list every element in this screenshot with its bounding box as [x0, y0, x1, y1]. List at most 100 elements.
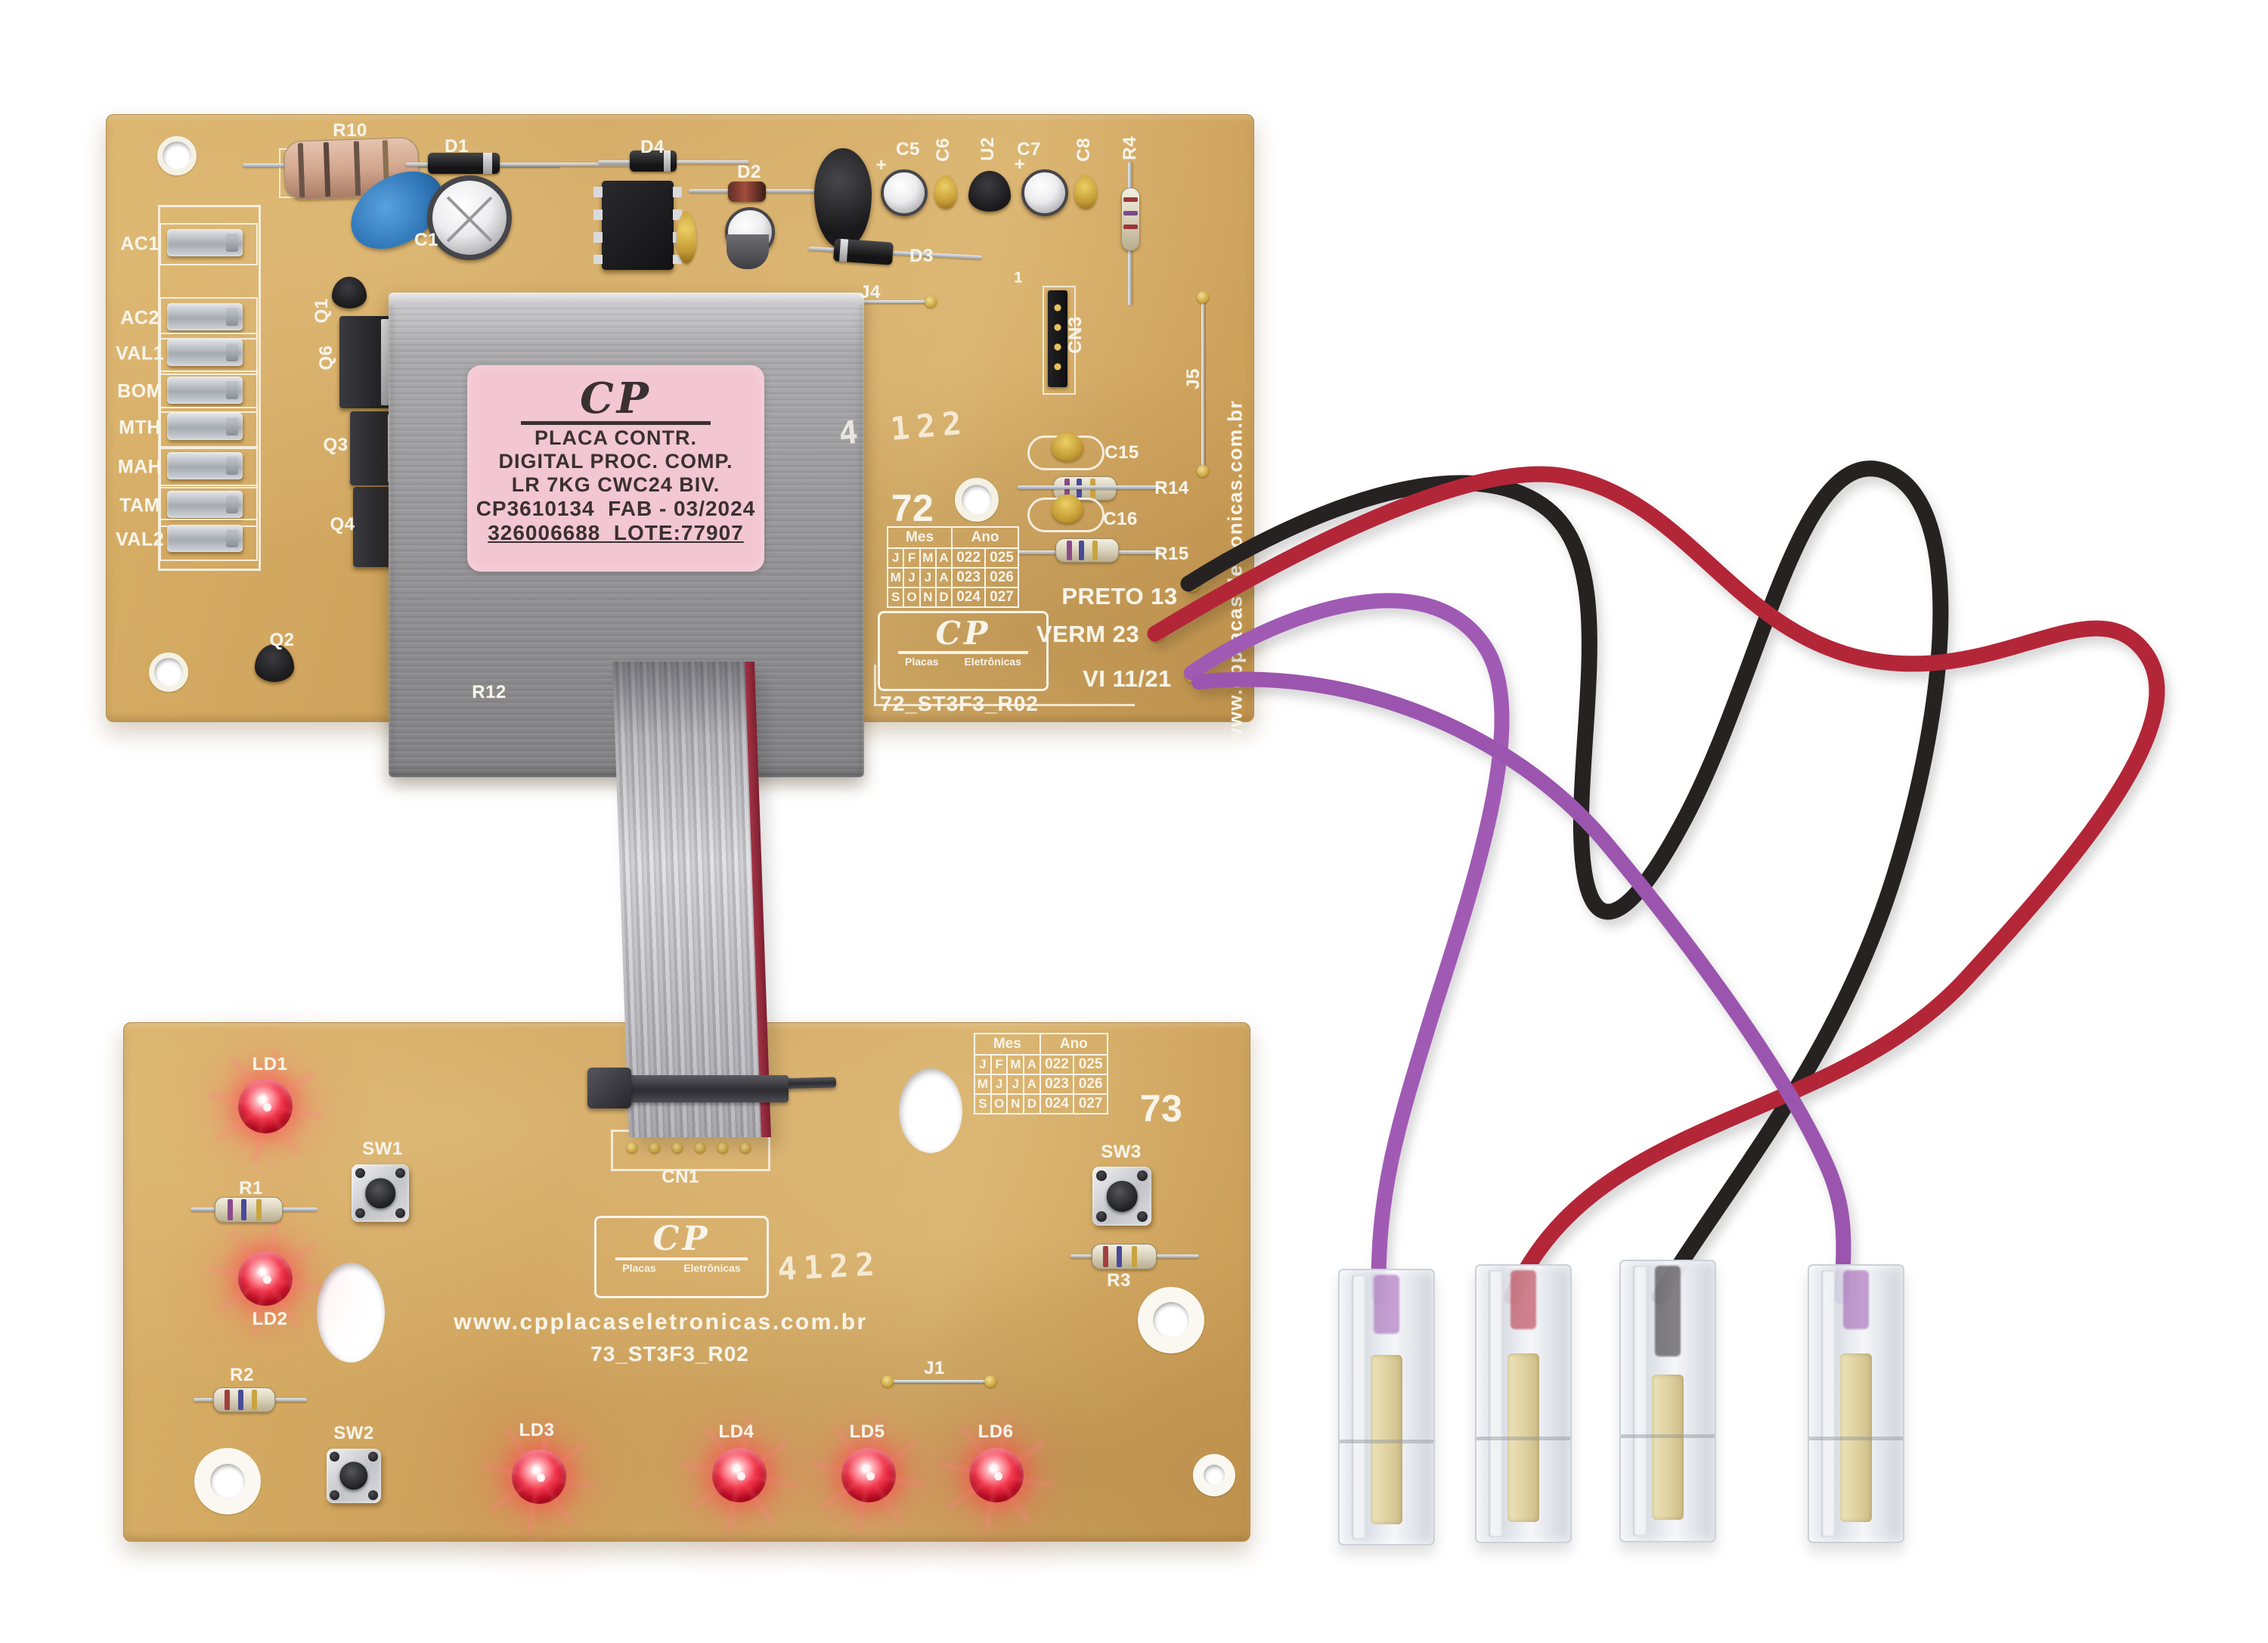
- faston-terminal[interactable]: [167, 452, 243, 479]
- faston-terminal[interactable]: [167, 339, 243, 366]
- mounting-hole: [157, 136, 197, 175]
- cp-logo-sub-right: Eletrônicas: [964, 656, 1021, 668]
- capacitor-c15: [1052, 432, 1083, 461]
- mounting-hole: [955, 478, 999, 522]
- cn1-pin: [672, 1142, 683, 1153]
- faston-terminal[interactable]: [167, 303, 243, 330]
- date-table-cell: 026: [1073, 1074, 1108, 1095]
- board-code-73: 73_ST3F3_R02: [590, 1342, 749, 1366]
- mounting-hole: [149, 653, 188, 692]
- faston-terminal[interactable]: [167, 413, 243, 440]
- terminal-label: TAM: [119, 494, 160, 516]
- board-code-72: 72_ST3F3_R02: [880, 692, 1039, 715]
- resistor-r3: [1092, 1244, 1157, 1269]
- date-table-cell: J: [903, 567, 921, 588]
- mounting-hole: [194, 1448, 261, 1514]
- terminal-label: VAL2: [115, 529, 165, 550]
- sticker-fab-date: FAB - 03/2024: [608, 497, 756, 520]
- board-number-72: 72: [891, 487, 934, 529]
- r14-lead: [1018, 485, 1161, 489]
- capacitor-c16: [1052, 494, 1083, 523]
- date-table-cell: F: [903, 547, 921, 569]
- silkscreen-label: J1: [924, 1358, 945, 1378]
- switch-sw1[interactable]: [352, 1164, 409, 1222]
- silkscreen-label: PRETO 13: [1061, 583, 1178, 609]
- oval-cutout: [899, 1068, 962, 1153]
- silkscreen-label: R2: [230, 1365, 254, 1385]
- silkscreen-label: Q2: [269, 630, 295, 650]
- spade-connector-4[interactable]: [1808, 1264, 1904, 1543]
- cp-logo-mark: CP: [615, 1223, 748, 1260]
- date-table-cell: M: [886, 567, 905, 588]
- date-table-mes-header: Mes: [886, 526, 953, 549]
- date-table-cell: J: [1006, 1074, 1025, 1095]
- silkscreen-line: [874, 665, 1126, 706]
- silkscreen-label: C16: [1103, 509, 1138, 529]
- jumper-j5: [1201, 297, 1204, 471]
- silkscreen-label: LD6: [978, 1421, 1014, 1442]
- resistor-r15: [1055, 538, 1119, 563]
- terminal-label: MAH: [117, 456, 163, 478]
- spade-connector-3[interactable]: [1619, 1260, 1716, 1542]
- capacitor-elco-sleeve: [727, 234, 769, 269]
- terminal-cell: [160, 223, 258, 265]
- pad: [1197, 465, 1209, 477]
- terminal-label: BOM: [117, 380, 163, 402]
- jumper-j1: [889, 1380, 986, 1383]
- switch-sw3[interactable]: [1092, 1167, 1151, 1226]
- silkscreen-label: LD5: [849, 1421, 885, 1442]
- resistor-r4: [1121, 188, 1140, 251]
- transistor-q2: [255, 644, 294, 682]
- date-table-mes-header: Mes: [974, 1033, 1041, 1056]
- date-table-ano-header: Ano: [1039, 1033, 1109, 1056]
- switch-sw2[interactable]: [327, 1449, 381, 1503]
- silkscreen-label: +: [1014, 154, 1026, 175]
- capacitor-c5: [881, 169, 928, 216]
- spade-connector-2[interactable]: [1475, 1264, 1572, 1543]
- mounting-hole: [1138, 1287, 1204, 1353]
- resistor-r1: [215, 1197, 283, 1223]
- terminal-cell: [160, 407, 258, 449]
- pad: [925, 296, 937, 308]
- transistor-q1: [332, 277, 367, 308]
- dip-ic-8pin: [593, 181, 682, 270]
- silkscreen-label: Q4: [330, 514, 355, 535]
- transistor-u2: [968, 171, 1011, 212]
- silkscreen-label: J4: [860, 282, 881, 302]
- date-table-ano-header: Ano: [951, 526, 1019, 549]
- faston-terminal[interactable]: [167, 229, 243, 256]
- silkscreen-label: R14: [1154, 478, 1189, 498]
- shield-top-flange: [389, 293, 864, 305]
- cn1-pin: [717, 1142, 728, 1153]
- date-table-cell: 022: [951, 547, 987, 569]
- silkscreen-label: +: [875, 155, 888, 175]
- sticker-part-line: CP3610134 FAB - 03/2024: [467, 497, 764, 521]
- date-table-cell: O: [990, 1093, 1009, 1114]
- cn1-pin: [695, 1142, 705, 1153]
- led-ld2: [238, 1251, 293, 1306]
- date-table-cell: 022: [1039, 1054, 1075, 1075]
- capacitor-bead: [677, 212, 696, 263]
- terminal-cell: [160, 370, 258, 413]
- faston-terminal[interactable]: [167, 377, 243, 404]
- date-table-cell: S: [974, 1093, 992, 1114]
- faston-terminal[interactable]: [167, 525, 243, 552]
- spade-connector-1[interactable]: [1338, 1269, 1435, 1545]
- date-table-cell: D: [935, 587, 953, 608]
- silkscreen-label: R1: [239, 1178, 263, 1198]
- faston-terminal[interactable]: [167, 491, 243, 518]
- date-table-cell: J: [919, 567, 937, 588]
- silkscreen-label: C5: [896, 139, 920, 160]
- cp-logo-sticker: CP: [520, 377, 711, 425]
- date-table-cell: A: [1023, 1074, 1041, 1095]
- date-table-cell: 024: [1039, 1093, 1075, 1114]
- terminal-cell: [160, 446, 258, 488]
- product-sticker: CP PLACA CONTR. DIGITAL PROC. COMP. LR 7…: [467, 365, 764, 572]
- date-table-cell: N: [919, 587, 937, 608]
- cable-tie-band: [601, 1075, 789, 1102]
- resistor-r2: [213, 1387, 275, 1412]
- silkscreen-label: R10: [333, 120, 367, 141]
